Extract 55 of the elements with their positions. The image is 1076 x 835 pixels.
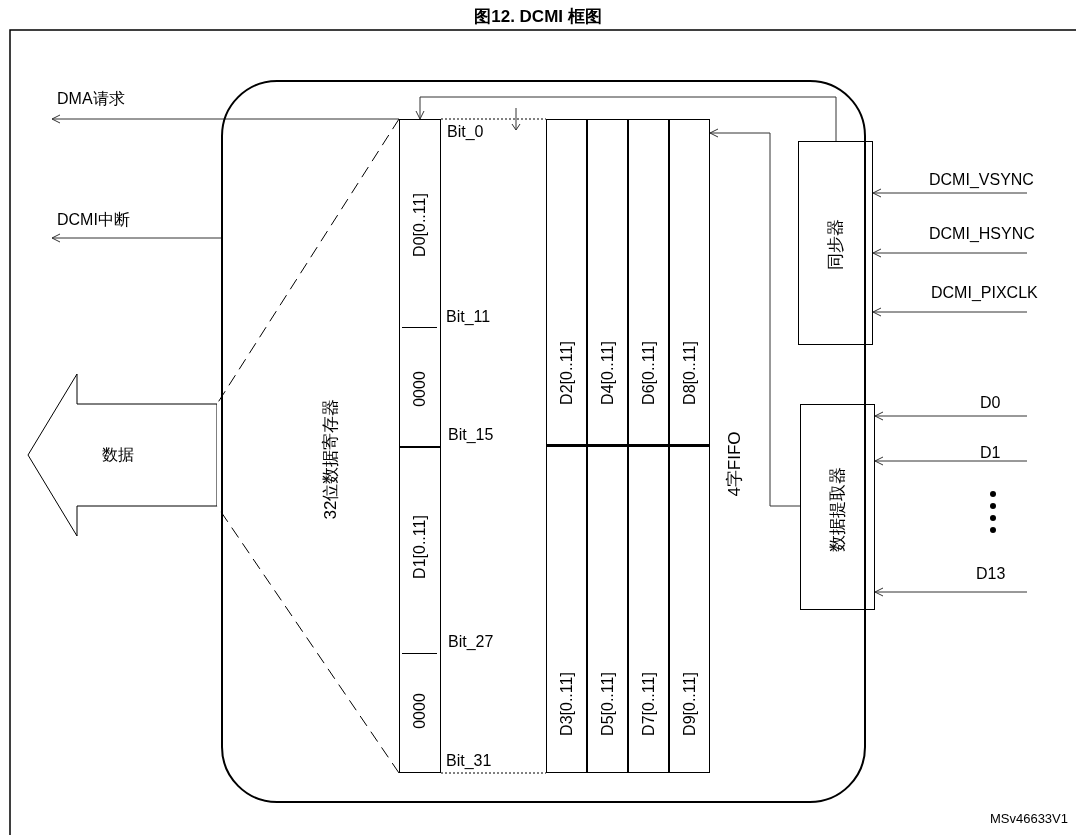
- fifo-cell: [587, 119, 628, 446]
- fifo-cell: [628, 119, 669, 446]
- figure-title: 图12. DCMI 框图: [473, 7, 603, 27]
- fifo-cell: [669, 119, 710, 446]
- field-label: D8[0..11]: [681, 341, 699, 405]
- signal-label: DCMI中断: [57, 211, 130, 229]
- arrow: [872, 248, 1028, 258]
- bit-label: Bit_11: [446, 308, 491, 326]
- arrow: [415, 96, 837, 142]
- signal-label: DCMI_HSYNC: [929, 225, 1035, 243]
- dotted-line: [440, 772, 547, 774]
- field-label: 0000: [411, 371, 429, 407]
- dotted-line: [440, 118, 547, 120]
- field-label: D0[0..11]: [411, 193, 429, 257]
- bit-label: Bit_0: [447, 123, 484, 141]
- field-label: D2[0..11]: [558, 341, 576, 405]
- data-extractor-box: [800, 404, 875, 610]
- signal-label: DMA请求: [57, 90, 125, 108]
- fifo-heading: 4字FIFO: [726, 431, 744, 497]
- bit-label: Bit_15: [448, 426, 494, 444]
- synchronizer-box: [798, 141, 873, 345]
- arrow: [872, 307, 1028, 317]
- fifo-cell: [546, 119, 587, 446]
- field-label: D5[0..11]: [599, 672, 617, 736]
- fifo-cell: [628, 446, 669, 773]
- arrow: [874, 411, 1028, 421]
- arrow: [872, 188, 1028, 198]
- bit-label: Bit_27: [448, 633, 494, 651]
- bit-label: Bit_31: [446, 752, 492, 770]
- arrow: [874, 587, 1028, 597]
- arrow: [709, 128, 801, 507]
- field-label: D9[0..11]: [681, 672, 699, 736]
- field-label: 同步器: [827, 218, 845, 270]
- arrow: [51, 114, 400, 124]
- arrow: [874, 456, 1028, 466]
- fifo-cell: [546, 446, 587, 773]
- arrow: [51, 233, 222, 243]
- signal-label: D13: [976, 565, 1006, 583]
- signal-label: DCMI_VSYNC: [929, 171, 1034, 189]
- field-label: 数据提取器: [829, 466, 847, 552]
- field-label: 0000: [411, 693, 429, 729]
- signal-label: D0: [980, 394, 1001, 412]
- fifo-cell: [669, 446, 710, 773]
- data-output-arrow: [27, 373, 217, 537]
- field-label: D3[0..11]: [558, 672, 576, 736]
- fifo-cell: [587, 446, 628, 773]
- register-heading: 32位数据寄存器: [322, 398, 340, 520]
- field-label: D1[0..11]: [411, 515, 429, 579]
- signal-label: DCMI_PIXCLK: [931, 284, 1038, 302]
- arrow-label: 数据: [102, 446, 134, 464]
- figure-code: MSv46633V1: [989, 810, 1068, 828]
- signal-label: D1: [980, 444, 1001, 462]
- field-label: D4[0..11]: [599, 341, 617, 405]
- field-label: D6[0..11]: [640, 341, 658, 405]
- field-label: D7[0..11]: [640, 672, 658, 736]
